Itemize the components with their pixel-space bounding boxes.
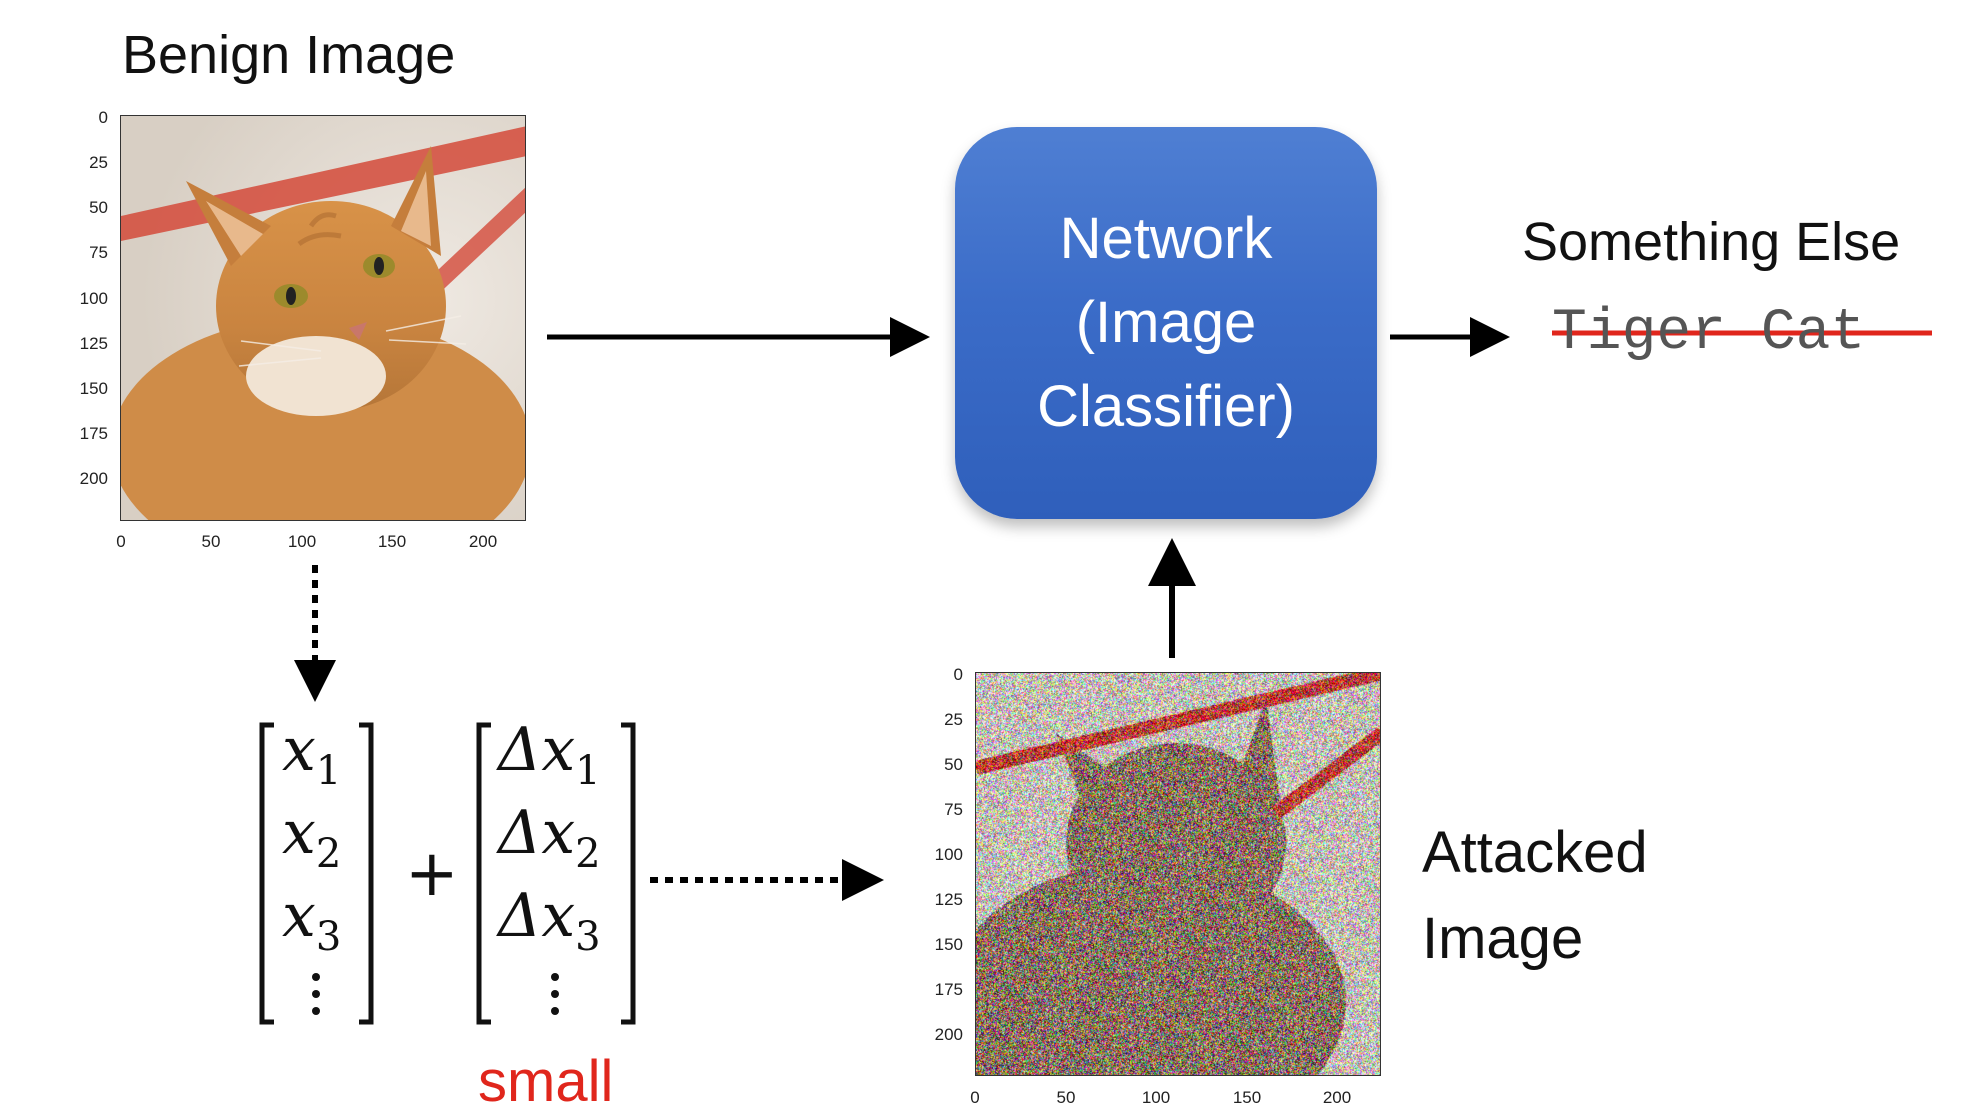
vector-dx-entry-1: Δx1 xyxy=(498,715,601,794)
benign-y-tick: 50 xyxy=(89,198,108,217)
attacked-y-tick: 125 xyxy=(934,890,963,909)
network-image-classifier-box: Network (Image Classifier) xyxy=(955,127,1377,519)
vector-dx-entry-3: Δx3 xyxy=(498,881,601,960)
bracket-dx-left xyxy=(476,722,491,1025)
vector-dx-entry-2: Δx2 xyxy=(498,798,601,877)
network-label: Network (Image Classifier) xyxy=(1037,206,1295,439)
benign-y-tick: 200 xyxy=(79,469,108,488)
benign-y-tick: 0 xyxy=(98,108,108,127)
attacked-y-tick: 50 xyxy=(944,755,963,774)
attacked-y-tick: 25 xyxy=(944,710,963,729)
output-struck-label: Tiger Cat xyxy=(1552,301,1866,366)
vertical-ellipsis-icon xyxy=(551,973,559,1015)
vertical-ellipsis-icon xyxy=(312,973,320,1015)
noisy-cat-photo-icon xyxy=(976,673,1380,1075)
benign-y-tick: 150 xyxy=(79,379,108,398)
attacked-cat-image xyxy=(975,672,1381,1076)
vector-x-entry-1: x1 xyxy=(282,715,342,794)
attacked-y-tick: 200 xyxy=(934,1025,963,1044)
attacked-y-tick: 100 xyxy=(934,845,963,864)
cat-photo-icon xyxy=(121,116,525,520)
benign-image-title: Benign Image xyxy=(122,25,456,85)
attacked-y-tick: 75 xyxy=(944,800,963,819)
attacked-x-tick: 200 xyxy=(1322,1088,1352,1107)
small-label: small xyxy=(478,1049,614,1114)
attacked-image-label: Attacked Image xyxy=(1422,820,1648,971)
attacked-y-tick: 150 xyxy=(934,935,963,954)
benign-x-tick: 0 xyxy=(116,532,126,551)
vector-x-entry-3: x3 xyxy=(282,881,342,960)
bracket-dx-right xyxy=(621,722,636,1025)
benign-y-tick: 75 xyxy=(89,243,108,262)
attacked-x-tick: 0 xyxy=(970,1088,980,1107)
benign-y-tick: 175 xyxy=(79,424,108,443)
benign-cat-image xyxy=(120,115,526,521)
attacked-x-tick: 50 xyxy=(1056,1088,1076,1107)
attacked-y-tick: 175 xyxy=(934,980,963,999)
bracket-x-right xyxy=(359,722,374,1025)
benign-y-tick: 100 xyxy=(79,289,108,308)
benign-x-tick: 200 xyxy=(468,532,498,551)
benign-x-tick: 150 xyxy=(377,532,407,551)
attacked-x-tick: 150 xyxy=(1232,1088,1262,1107)
attacked-x-tick: 100 xyxy=(1141,1088,1171,1107)
output-new-label: Something Else xyxy=(1522,212,1901,272)
benign-y-tick: 125 xyxy=(79,334,108,353)
benign-y-tick: 25 xyxy=(89,153,108,172)
bracket-x-left xyxy=(259,722,274,1025)
attacked-y-tick: 0 xyxy=(953,665,963,684)
benign-x-tick: 100 xyxy=(287,532,317,551)
vector-x-entry-2: x2 xyxy=(282,798,342,877)
benign-x-tick: 50 xyxy=(201,532,221,551)
plus-sign: + xyxy=(405,837,459,911)
